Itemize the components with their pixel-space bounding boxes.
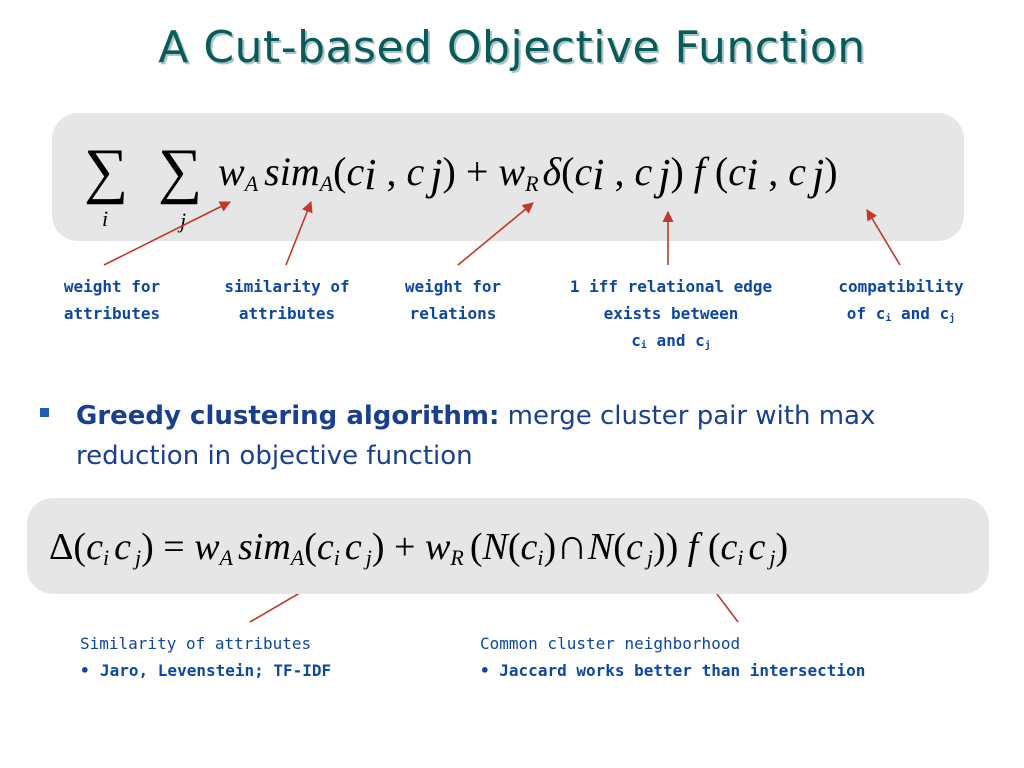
neighborhood-note-title: Common cluster neighborhood (480, 634, 741, 653)
bullet-description: merge cluster pair with max reduction in… (76, 401, 876, 471)
similarity-note-bullet: •Jaro, Levenstein; TF-IDF (80, 661, 332, 680)
sum-symbol-i: ∑ (84, 137, 128, 205)
bullet-square-icon (40, 408, 49, 417)
sum-index-j: j (177, 208, 186, 233)
neighborhood-note-bullet: • Jaccard works better than intersection (480, 661, 866, 680)
annotation-weight-attributes: weight for attributes (63, 277, 161, 323)
bullet-text: Greedy clustering algorithm: merge clust… (76, 396, 946, 476)
slide-title: A Cut-based Objective Function (158, 22, 866, 73)
sum-symbol-j: ∑ (158, 137, 202, 205)
annotation-relational-edge: 1 iff relational edge exists between ci … (569, 277, 773, 351)
annotation-weight-relations: weight for relations (404, 277, 502, 323)
similarity-note: Similarity of attributes •Jaro, Levenste… (80, 630, 331, 684)
bullet-bold-label: Greedy clustering algorithm: (76, 401, 500, 431)
similarity-note-title: Similarity of attributes (80, 634, 312, 653)
annotation-similarity: similarity of attributes (224, 277, 350, 323)
neighborhood-note: Common cluster neighborhood • Jaccard wo… (480, 630, 865, 684)
annotation-compatibility: compatibility of ci and cj (838, 277, 964, 324)
sum-index-i: i (102, 206, 108, 231)
